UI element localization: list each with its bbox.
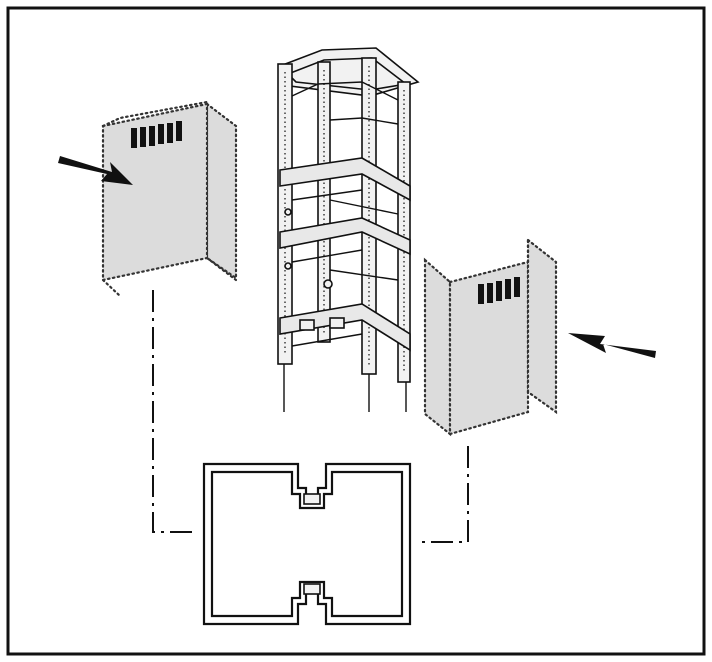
- right-panel-front: [448, 260, 530, 436]
- right-panel-vent: [478, 277, 520, 304]
- arrow-right-icon: [58, 156, 133, 185]
- guide-line-left: [152, 290, 196, 533]
- arrow-left-icon: [568, 333, 656, 358]
- right-panel-side: [423, 257, 452, 437]
- right-cover-panel: [423, 237, 558, 437]
- chimney-frame: [277, 47, 420, 412]
- left-panel-vent: [131, 121, 182, 148]
- guide-line-right: [422, 446, 469, 543]
- left-panel-side: [205, 101, 238, 281]
- frame-band: [279, 157, 411, 202]
- left-cover-panel: [101, 100, 238, 298]
- cross-section: [202, 462, 412, 626]
- frame-band: [279, 217, 411, 256]
- frame-band: [279, 303, 411, 352]
- frame-post: [397, 81, 411, 383]
- right-panel-flap: [526, 237, 558, 415]
- diagram-border: [6, 6, 706, 656]
